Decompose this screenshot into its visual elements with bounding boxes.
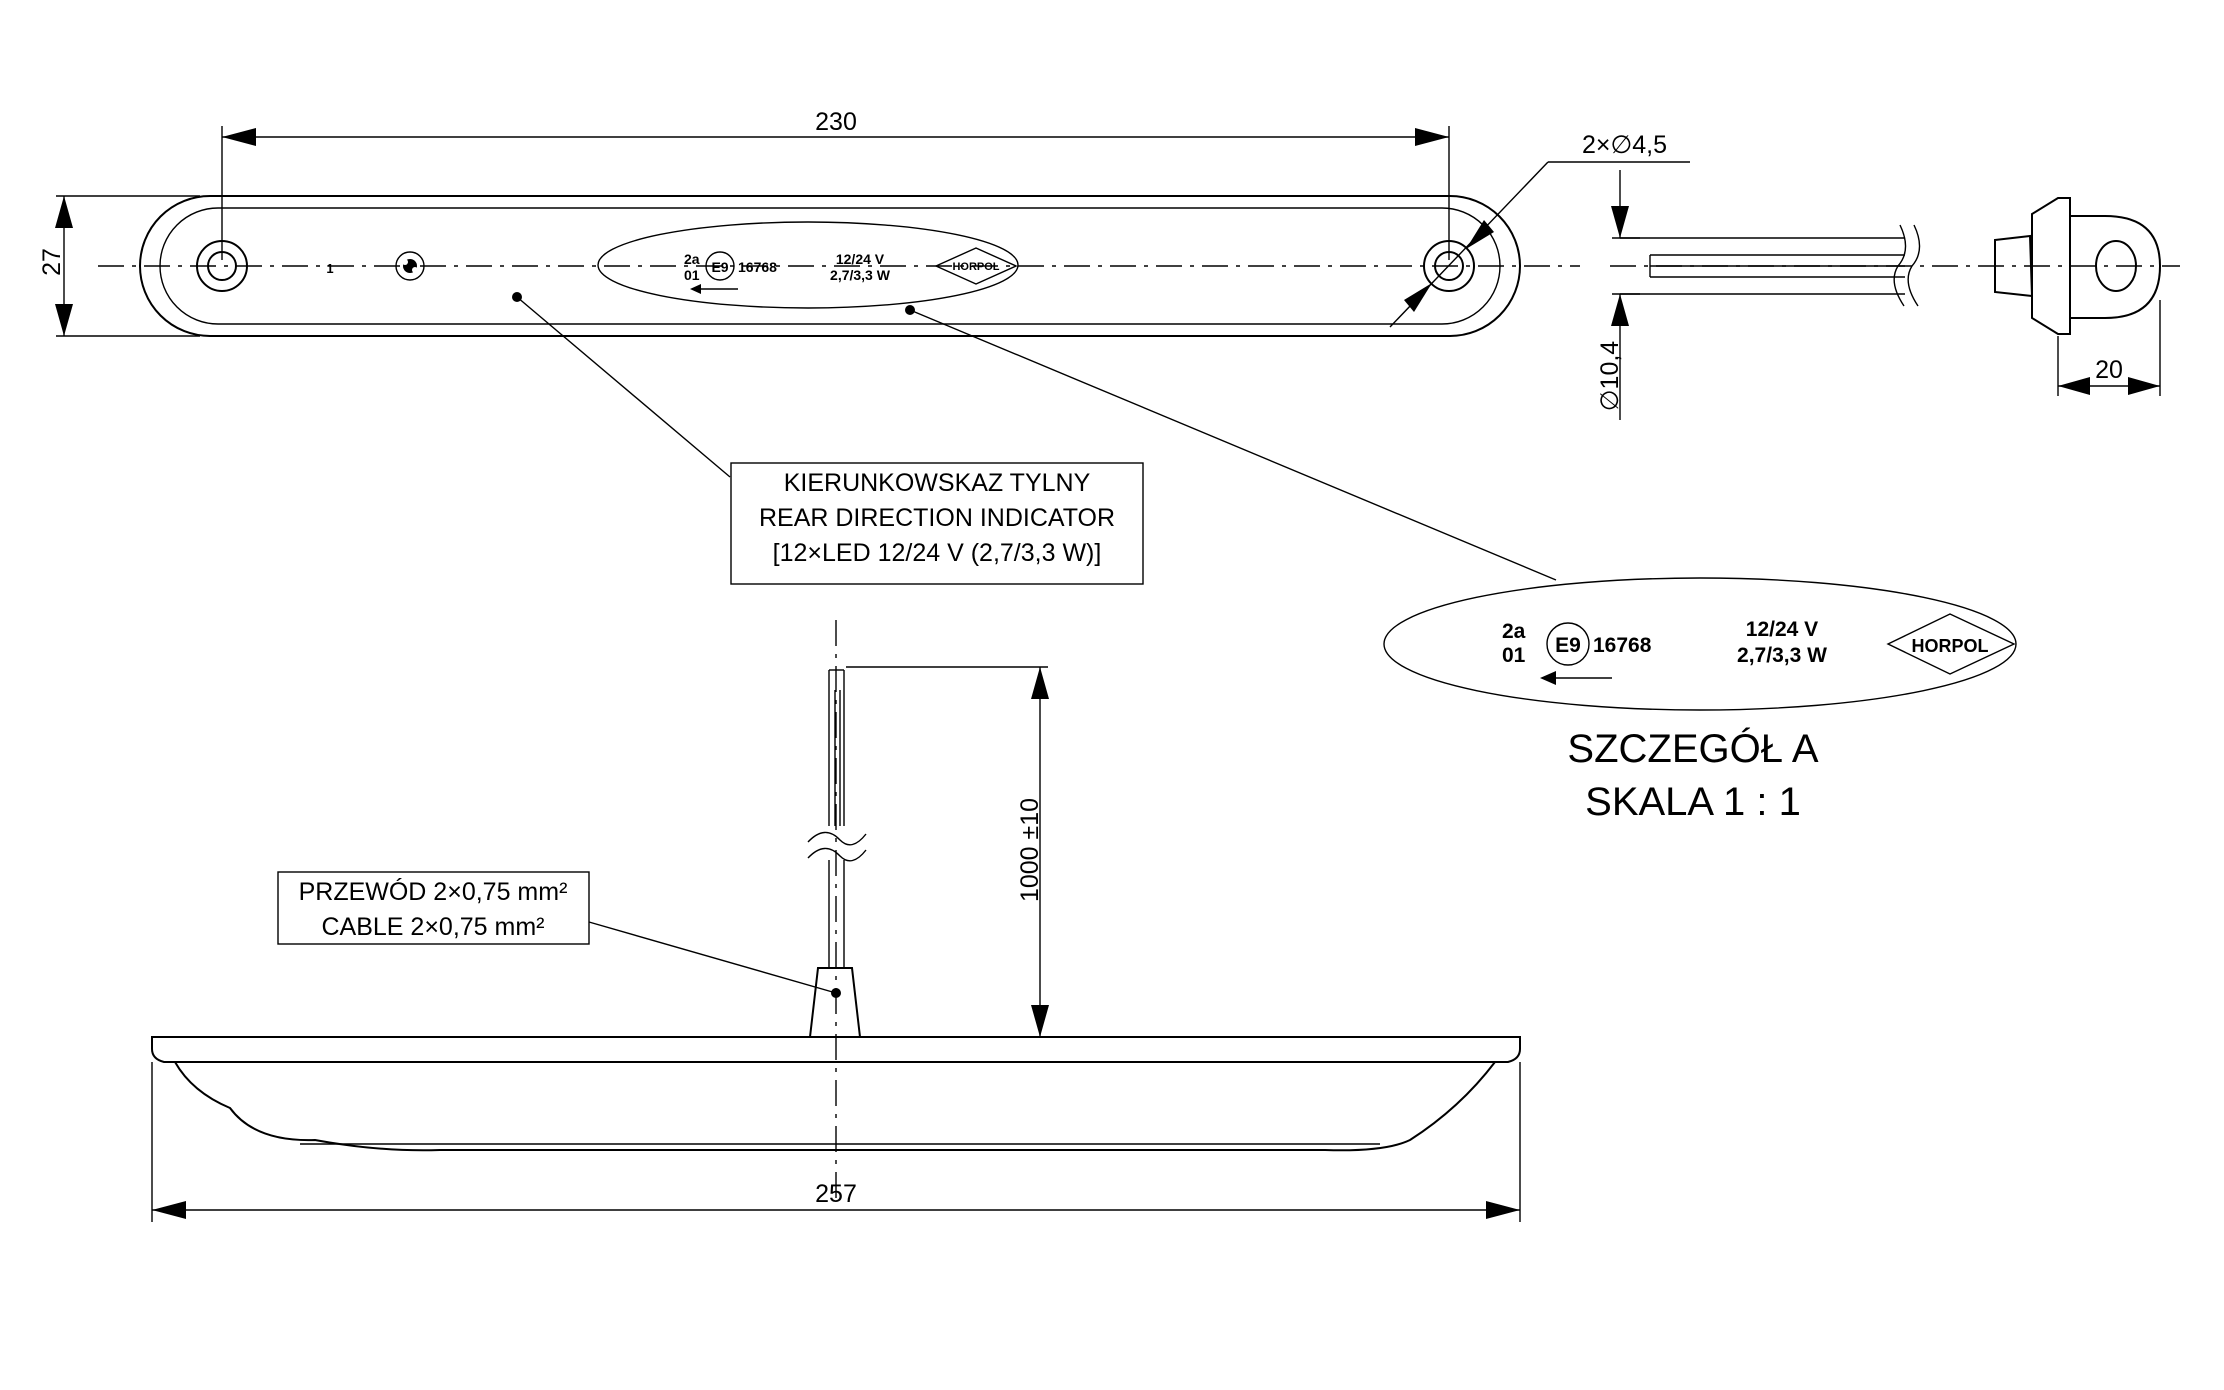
marking-small: 2a 01 E9 16768 12/24 V 2,7/3,3 W HORPOL (684, 247, 1018, 294)
svg-text:E9: E9 (711, 259, 728, 275)
svg-text:12/24 V: 12/24 V (1746, 618, 1818, 641)
detail-a: 2a 01 E9 16768 12/24 V 2,7/3,3 W HORPOL … (1383, 577, 2017, 824)
svg-text:01: 01 (684, 267, 700, 283)
led-symbol-icon (395, 251, 425, 281)
side-view (1610, 197, 2180, 335)
svg-text:230: 230 (815, 108, 857, 136)
svg-text:∅10,4: ∅10,4 (1596, 341, 1624, 412)
label-main-box: KIERUNKOWSKAZ TYLNY REAR DIRECTION INDIC… (730, 462, 1144, 585)
svg-text:27: 27 (38, 248, 66, 276)
svg-text:2×∅4,5: 2×∅4,5 (1582, 131, 1667, 159)
label-main-line3: [12×LED 12/24 V (2,7/3,3 W)] (773, 539, 1102, 567)
front-view: 1 2a 01 E9 16768 12/24 V 2,7/3,3 W HORPO… (98, 195, 1580, 337)
label-main-line2: REAR DIRECTION INDICATOR (759, 504, 1115, 532)
dimension-257: 257 (151, 1062, 1521, 1222)
svg-text:2a: 2a (684, 251, 700, 267)
label-main-line1: KIERUNKOWSKAZ TYLNY (784, 469, 1091, 497)
svg-text:01: 01 (1502, 644, 1526, 667)
svg-text:257: 257 (815, 1180, 857, 1208)
svg-text:16768: 16768 (738, 259, 777, 275)
svg-text:2,7/3,3 W: 2,7/3,3 W (1737, 644, 1827, 667)
svg-text:HORPOL: HORPOL (1911, 636, 1988, 656)
bottom-view (151, 620, 1521, 1200)
dimension-cable-diameter: ∅10,4 (1596, 170, 1640, 420)
svg-text:E9: E9 (1555, 634, 1581, 657)
svg-text:2,7/3,3 W: 2,7/3,3 W (830, 267, 891, 283)
svg-text:1000 ±10: 1000 ±10 (1016, 798, 1044, 902)
svg-text:12/24 V: 12/24 V (836, 251, 885, 267)
marking-area-small (597, 221, 1019, 309)
detail-title: SZCZEGÓŁ A (1567, 726, 1818, 771)
leader-lines (516, 296, 1557, 581)
svg-text:2a: 2a (1502, 620, 1526, 643)
dimension-holes: 2×∅4,5 (1389, 131, 1690, 328)
label-cable-line2: CABLE 2×0,75 mm² (321, 913, 544, 941)
dimension-27: 27 (38, 195, 200, 337)
svg-text:16768: 16768 (1593, 634, 1652, 657)
svg-text:20: 20 (2095, 356, 2123, 384)
svg-text:HORPOL: HORPOL (952, 261, 999, 273)
dimension-cable-length: 1000 ±10 (846, 666, 1049, 1037)
label-cable-line1: PRZEWÓD 2×0,75 mm² (299, 877, 568, 906)
label-cable-box: PRZEWÓD 2×0,75 mm² CABLE 2×0,75 mm² (277, 871, 837, 994)
led-mark: 1 (326, 261, 333, 276)
detail-scale: SKALA 1 : 1 (1585, 780, 1801, 824)
dimension-20: 20 (2057, 300, 2161, 396)
dimension-230: 230 (221, 108, 1450, 260)
